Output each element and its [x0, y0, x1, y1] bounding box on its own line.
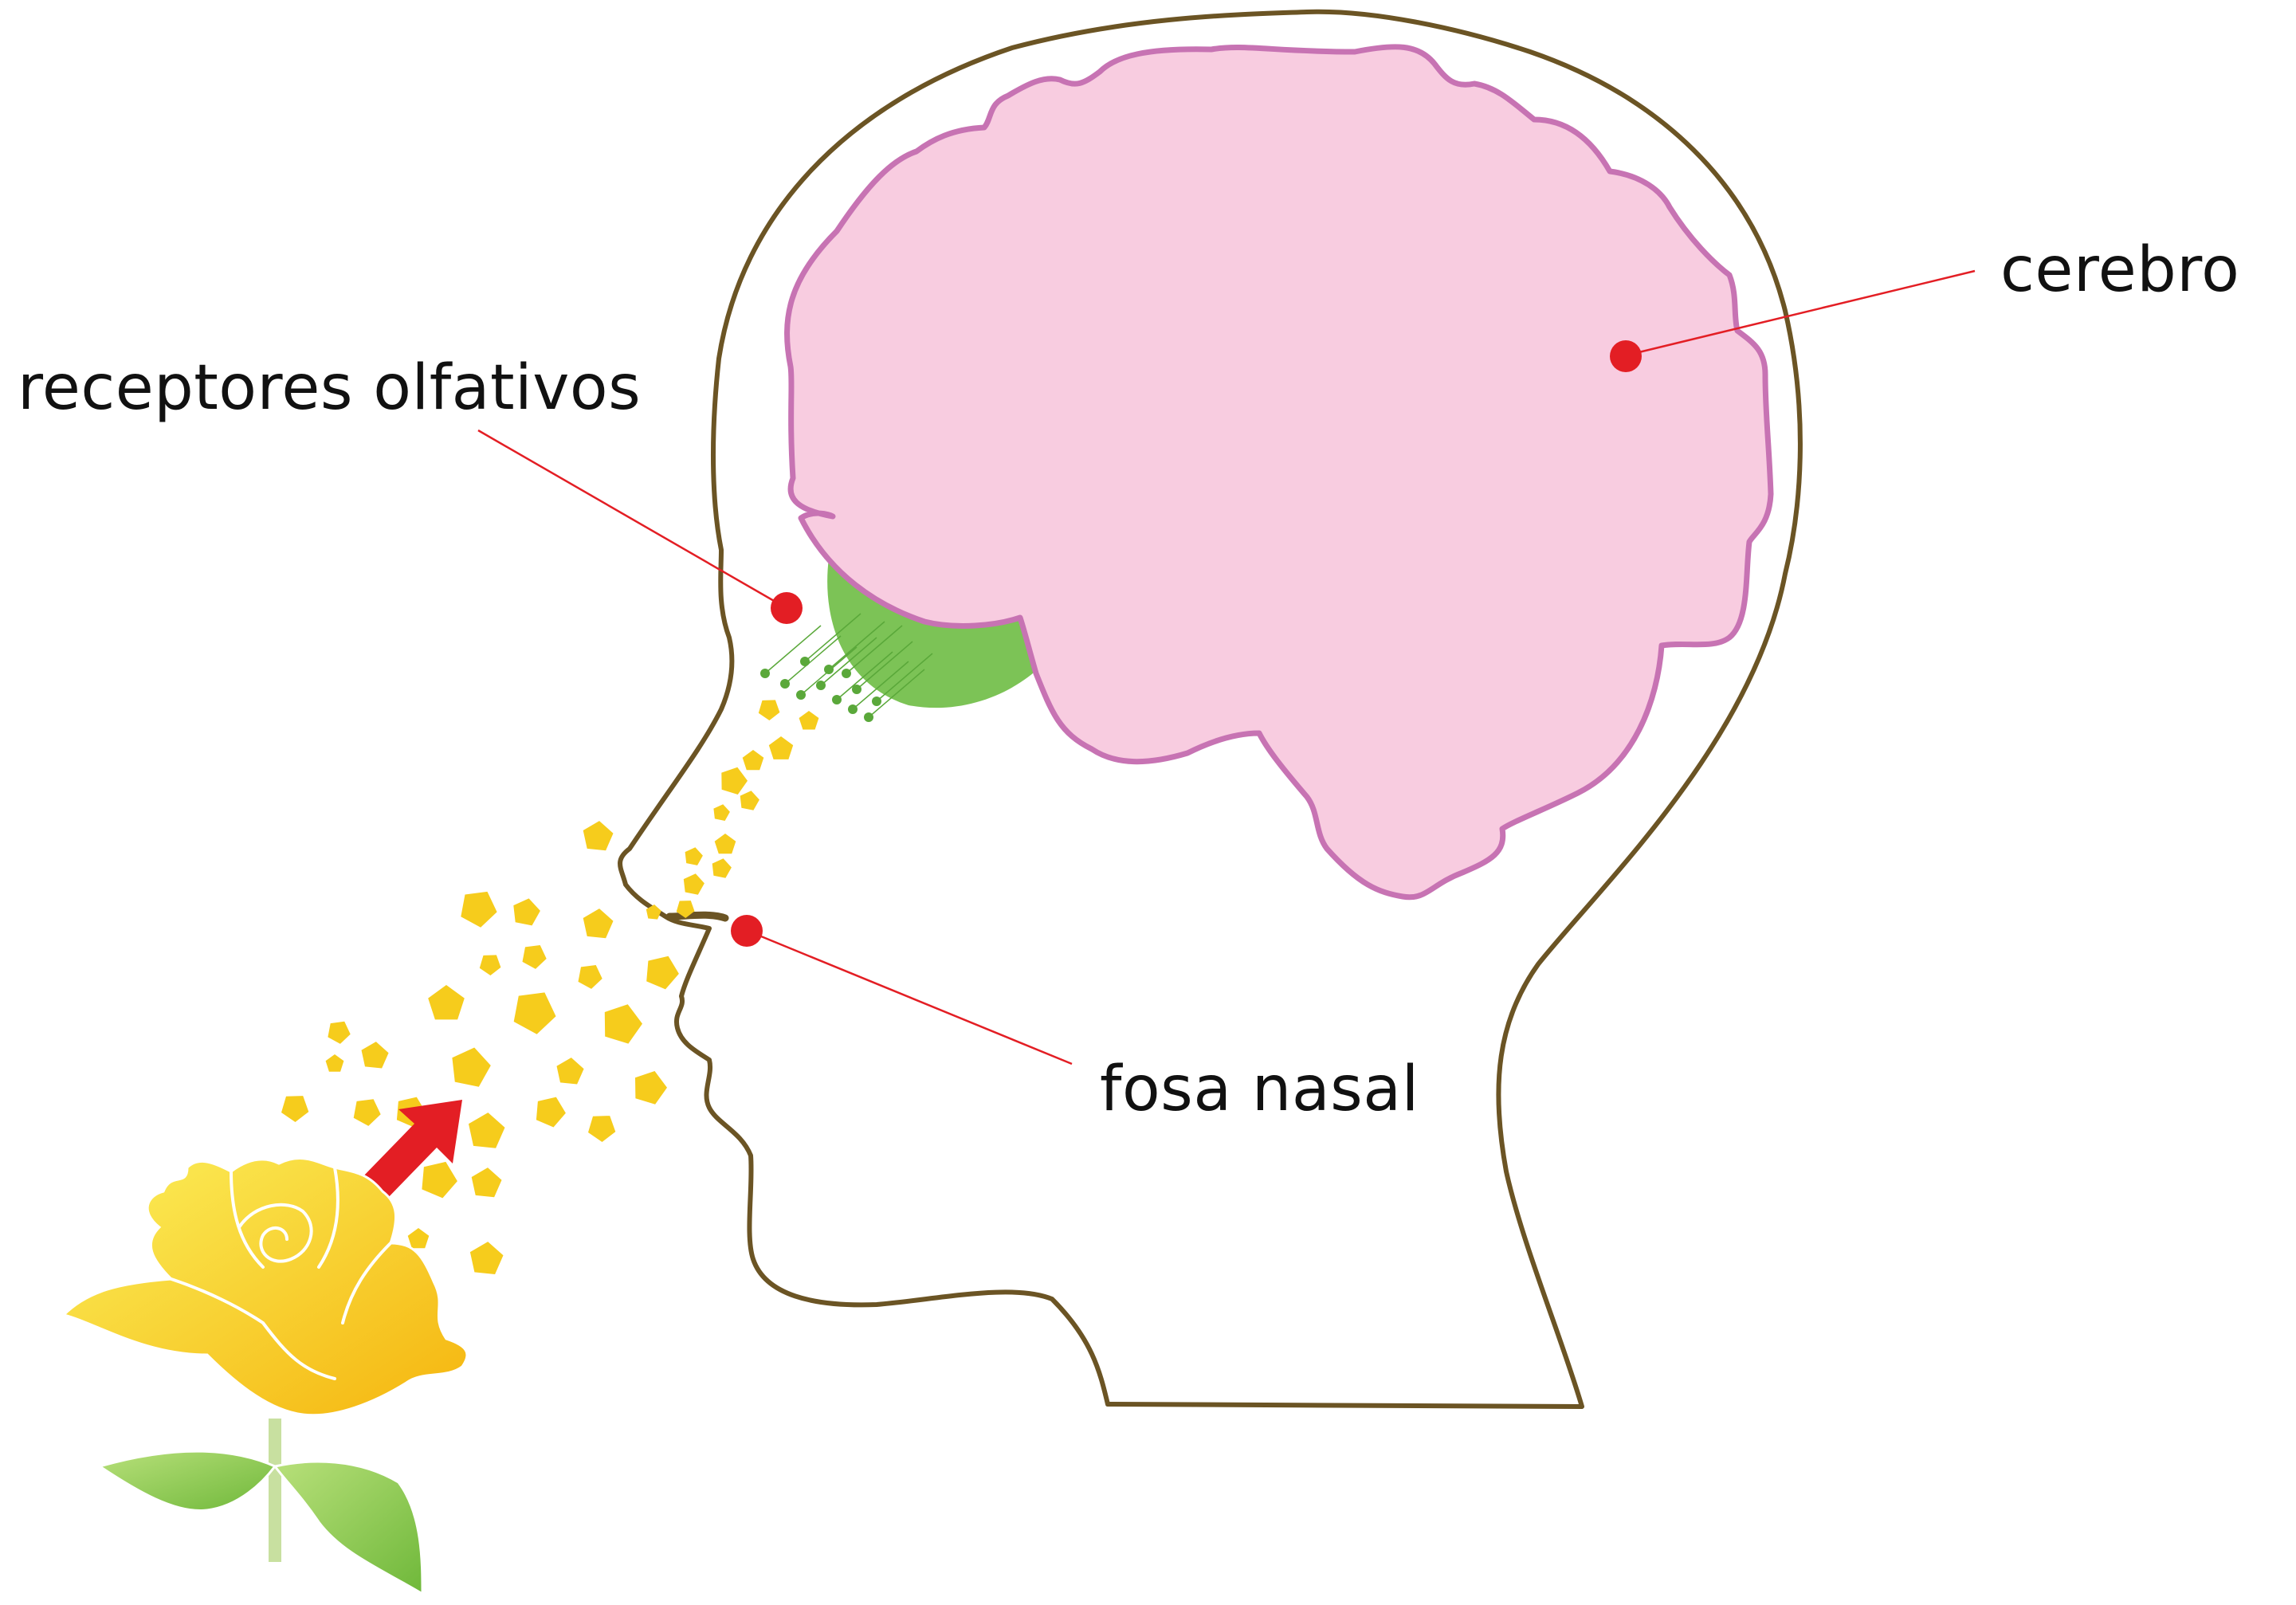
odor-particle	[605, 1004, 642, 1043]
receptor-tip	[800, 657, 810, 666]
odor-particle	[721, 767, 748, 795]
odor-particle	[557, 1058, 584, 1084]
receptor-tip	[824, 665, 834, 674]
receptor-tip	[796, 690, 806, 700]
label-olfactory-receptors: receptores olfativos	[18, 357, 641, 419]
odor-particle	[685, 847, 703, 865]
odor-particle	[480, 955, 501, 975]
odor-particle	[536, 1097, 566, 1128]
label-brain: cerebro	[2000, 239, 2239, 301]
odor-particle	[743, 750, 764, 770]
receptor-hair	[785, 636, 841, 684]
odor-particle	[713, 804, 730, 821]
receptor-tip	[848, 704, 858, 714]
label-nasal-cavity: fosa nasal	[1100, 1058, 1419, 1120]
odor-particle	[408, 1228, 430, 1248]
receptor-tip	[864, 712, 873, 722]
odor-particle	[635, 1071, 667, 1105]
odor-particle	[326, 1054, 344, 1072]
odor-particle	[514, 992, 556, 1034]
odor-particle	[712, 858, 732, 878]
odor-particle	[579, 965, 602, 989]
rose-icon	[64, 1159, 467, 1594]
receptor-tip	[832, 695, 842, 704]
odor-particle	[740, 791, 759, 810]
brain	[787, 47, 1771, 897]
odor-particle	[583, 908, 614, 938]
odor-particle	[422, 1162, 457, 1199]
odor-particle	[799, 711, 819, 730]
odor-particle	[362, 1042, 389, 1068]
leader-nasal	[731, 915, 1072, 1064]
odor-particle	[715, 834, 736, 854]
odor-particle	[583, 821, 614, 850]
odor-particle	[588, 1116, 615, 1142]
odor-particle	[470, 1242, 504, 1274]
odor-particle	[281, 1096, 308, 1122]
odor-particle	[428, 985, 465, 1019]
leader-receptors	[478, 430, 803, 624]
receptor-tip	[872, 697, 881, 706]
receptor-tip	[780, 679, 790, 689]
odor-particle	[513, 898, 540, 925]
odor-particle	[523, 945, 547, 969]
odor-particle	[646, 956, 679, 990]
odor-particle	[472, 1167, 502, 1197]
receptor-hair	[765, 626, 821, 673]
odor-particle	[452, 1048, 490, 1087]
odor-particle	[769, 736, 793, 759]
receptor-tip	[760, 669, 770, 678]
receptor-tip	[842, 669, 851, 678]
receptor-tip	[852, 685, 861, 694]
odor-particle	[328, 1022, 350, 1044]
odor-particle	[684, 873, 704, 894]
receptor-tip	[816, 681, 826, 690]
odor-particle	[469, 1113, 505, 1148]
odor-particle	[461, 892, 496, 928]
odor-particle	[354, 1099, 381, 1126]
odor-particle	[759, 700, 780, 720]
